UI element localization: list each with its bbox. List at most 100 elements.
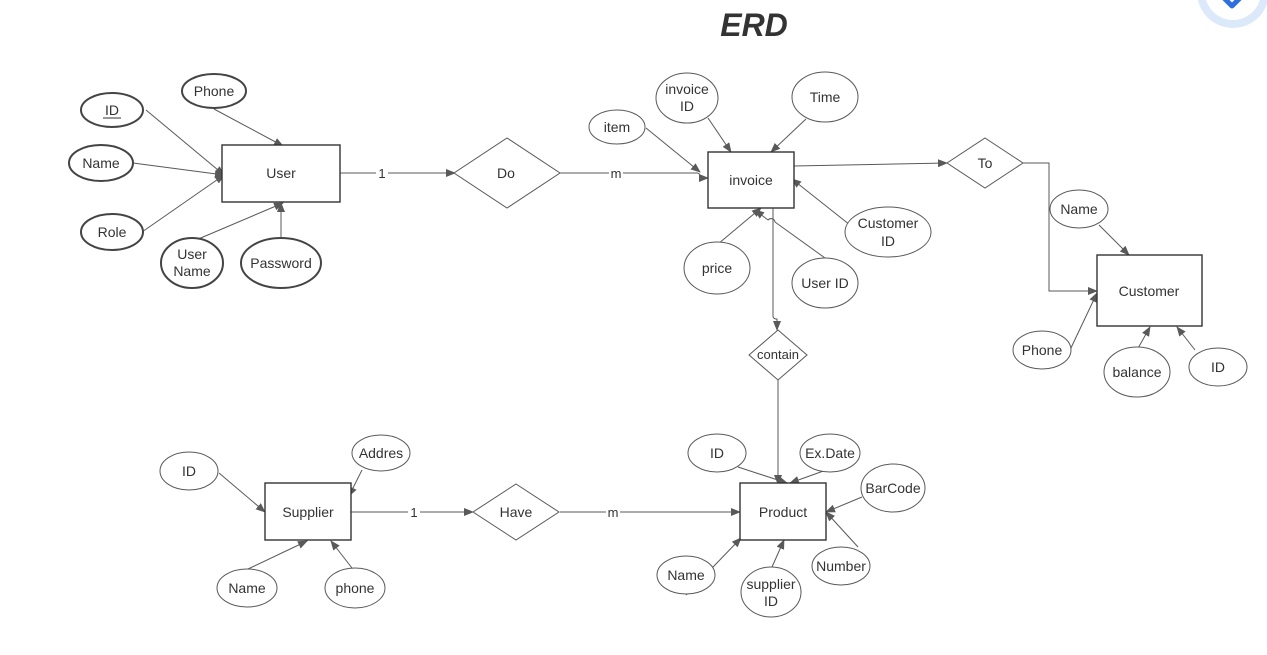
relationship-to[interactable]: To (946, 137, 1024, 189)
attr-user-role-label: Role (98, 224, 127, 240)
edge-supplier-id (218, 472, 266, 513)
attr-user-password[interactable]: Password (240, 237, 322, 289)
attr-invoice-item[interactable]: item (588, 109, 646, 145)
edge-invoice-to (793, 159, 948, 168)
attr-product-exdate[interactable]: Ex.Date (799, 433, 861, 473)
attr-user-username[interactable]: User Name (160, 237, 224, 289)
attr-supplier-address-label: Addres (359, 445, 403, 461)
edge-do-invoice (560, 172, 709, 182)
attr-supplier-id-label: ID (182, 463, 196, 479)
diagram-title: ERD (720, 7, 788, 43)
cardinality-labels: 1 m 1 m (376, 165, 623, 520)
edge-supplier-name (247, 540, 308, 570)
attr-product-number[interactable]: Number (811, 546, 871, 586)
relationship-contain[interactable]: contain (748, 329, 808, 381)
attr-product-number-label: Number (816, 558, 866, 574)
attr-invoice-customerid[interactable]: Customer ID (844, 206, 932, 258)
card-bg-user-do (376, 165, 388, 181)
attr-customer-phone-label: Phone (1022, 342, 1063, 358)
edge-product-number (825, 511, 859, 548)
relationship-to-label: To (978, 155, 993, 171)
card-bg-supplier-have (408, 504, 420, 520)
cardinality-have-product: m (608, 505, 619, 520)
attr-invoice-invoiceid[interactable]: invoice ID (655, 72, 719, 124)
attr-user-id[interactable]: ID (80, 92, 144, 128)
edge-user-id (145, 109, 225, 176)
cardinality-supplier-have: 1 (410, 505, 417, 520)
attr-invoice-price[interactable]: price (683, 241, 751, 295)
attr-supplier-phone[interactable]: phone (324, 567, 386, 609)
edge-user-role (141, 174, 225, 233)
attr-invoice-item-label: item (604, 119, 630, 135)
attr-user-username-line1: User (177, 246, 207, 262)
attr-customer-balance-label: balance (1112, 364, 1161, 380)
attr-user-phone[interactable]: Phone (181, 73, 247, 109)
entity-supplier-label: Supplier (282, 504, 334, 520)
cardinality-do-invoice: m (611, 166, 622, 181)
attr-customer-id[interactable]: ID (1188, 347, 1248, 387)
edge-customer-name (1098, 224, 1130, 256)
relationship-have-label: Have (500, 504, 533, 520)
attr-supplier-phone-label: phone (336, 580, 375, 596)
attr-supplier-name-label: Name (228, 580, 266, 596)
attr-product-supplierid[interactable]: supplier ID (740, 566, 802, 618)
attr-user-name[interactable]: Name (68, 144, 134, 182)
attr-product-supplierid-line2: ID (764, 593, 778, 609)
entity-product[interactable]: Product (739, 482, 827, 541)
entity-supplier[interactable]: Supplier (264, 482, 352, 541)
attr-product-exdate-label: Ex.Date (805, 445, 855, 461)
edge-user-username (195, 202, 284, 241)
badge-inner (1206, 0, 1260, 20)
card-bg-do-invoice (609, 165, 623, 181)
edge-invoice-item (645, 127, 701, 173)
attr-product-name[interactable]: Name (656, 555, 716, 595)
attr-supplier-id[interactable]: ID (159, 451, 219, 491)
corner-badge[interactable] (1197, 0, 1267, 28)
attr-product-barcode[interactable]: BarCode (860, 463, 926, 513)
attr-supplier-name[interactable]: Name (216, 568, 278, 608)
edge-user-phone (213, 108, 284, 147)
edge-product-barcode (825, 496, 863, 513)
attr-user-name-label: Name (82, 155, 120, 171)
attr-customer-name-label: Name (1060, 201, 1098, 217)
attr-customer-name[interactable]: Name (1049, 189, 1109, 229)
edge-invoice-time (770, 118, 807, 153)
attr-product-id-label: ID (710, 445, 724, 461)
edge-invoice-contain (772, 208, 781, 331)
edge-to-customer (1023, 162, 1098, 295)
entity-user-label: User (266, 165, 296, 181)
attr-customer-balance[interactable]: balance (1103, 346, 1171, 398)
card-bg-have-product (606, 504, 620, 520)
edge-product-supplierid (771, 539, 785, 568)
relationship-have[interactable]: Have (472, 483, 560, 541)
attr-customer-phone[interactable]: Phone (1012, 330, 1072, 370)
entity-invoice-label: invoice (729, 172, 773, 188)
entity-user[interactable]: User (221, 144, 341, 203)
edge-customer-id (1176, 326, 1196, 351)
edge-customer-phone (1069, 292, 1098, 351)
attr-invoice-invoiceid-line1: invoice (665, 81, 709, 97)
cardinality-user-do: 1 (378, 166, 385, 181)
attr-user-username-line2: Name (173, 263, 211, 279)
entity-product-label: Product (759, 504, 807, 520)
attr-invoice-price-label: price (702, 260, 733, 276)
attr-invoice-customerid-line2: ID (881, 233, 895, 249)
edge-supplier-phone (330, 540, 353, 569)
attr-user-role[interactable]: Role (80, 213, 144, 251)
relationship-contain-label: contain (757, 347, 799, 362)
attr-invoice-userid[interactable]: User ID (791, 257, 859, 309)
attr-product-id[interactable]: ID (687, 433, 747, 473)
relationship-do[interactable]: Do (453, 137, 561, 209)
attr-invoice-time[interactable]: Time (791, 71, 859, 123)
edge-customer-balance (1136, 326, 1151, 351)
entity-invoice[interactable]: invoice (707, 151, 795, 209)
entity-customer[interactable]: Customer (1096, 254, 1203, 327)
attr-product-supplierid-line1: supplier (746, 576, 795, 592)
entity-customer-label: Customer (1119, 283, 1180, 299)
attr-supplier-address[interactable]: Addres (351, 434, 411, 472)
attr-user-phone-label: Phone (194, 83, 235, 99)
edges (132, 108, 1196, 596)
attr-invoice-userid-label: User ID (801, 275, 848, 291)
relationship-do-label: Do (497, 165, 515, 181)
